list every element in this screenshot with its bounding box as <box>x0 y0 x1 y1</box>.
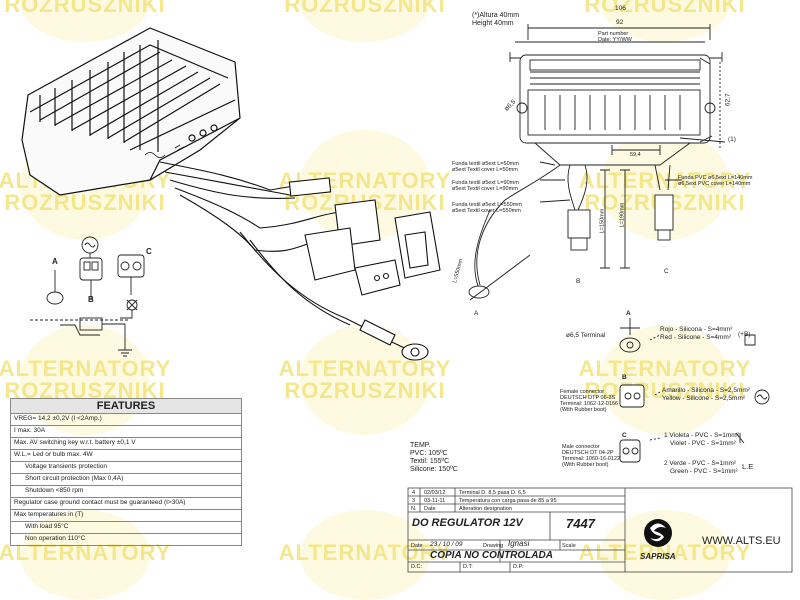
copy-notice: COPIA NO CONTROLADA <box>430 550 553 561</box>
connector-a-sign: (+B) <box>738 331 751 338</box>
schematic-label-b: B <box>88 295 94 304</box>
website: WWW.ALTS.EU <box>702 535 781 547</box>
title-block-frame <box>407 487 793 573</box>
feature-row: Voltage transients protection <box>10 462 242 474</box>
scale-label: Scale <box>562 543 576 549</box>
dimension-62-7: 62,7 <box>724 93 732 107</box>
revision-3-date: 03-11-11 <box>424 498 446 504</box>
connector-b-letter: B <box>622 374 627 381</box>
drawing-title: DO REGULATOR 12V <box>412 517 523 529</box>
feature-row: Short circuit protection (Max 0,4A) <box>10 474 242 486</box>
cable-end-c-label: C <box>664 268 669 275</box>
length-150-label: L=150mm <box>599 208 606 234</box>
connector-c-letter: C <box>622 432 627 439</box>
drawing-author: Ignasi <box>508 539 530 548</box>
feature-row: With load 95°C <box>10 522 242 534</box>
date-value: 23 / 10 / 09 <box>430 541 463 548</box>
part-number-label: Part number <box>598 31 629 37</box>
cable-end-b-label: B <box>576 278 581 285</box>
feature-row: Shutdown <850 rpm <box>10 486 242 498</box>
feature-row: Max. AV switching key w.r.t. battery ±0,… <box>10 438 242 450</box>
features-title: FEATURES <box>10 398 242 414</box>
watermark-oval <box>600 325 730 435</box>
connector-a-letter: A <box>626 310 631 317</box>
brand-name: SAPRISA <box>640 552 676 561</box>
wiring-schematic <box>30 236 145 357</box>
regulator-perspective-illustration <box>21 27 241 196</box>
drawing-label: Drawing <box>483 543 504 549</box>
revision-3-num: 3 <box>412 498 416 504</box>
cable-drops <box>468 161 682 301</box>
feature-row: W.L.= Led or bulb max. 4W <box>10 450 242 462</box>
revision-header-desc: Alteration designation <box>459 506 512 512</box>
regulator-top-view <box>509 24 726 166</box>
feature-row: Non operation 110°C <box>10 534 242 546</box>
cable-bundle <box>159 161 351 326</box>
dimension-92: 92 <box>616 19 624 26</box>
connector-c-le: L.E <box>742 462 754 471</box>
watermark-oval <box>300 325 430 435</box>
dimension-59-4: 59,4 <box>630 152 641 158</box>
connector-details <box>619 318 770 463</box>
revision-3-desc: Temperatura con carga pasa de 85 a 95 <box>459 498 557 504</box>
dt-label: D.T: <box>463 564 473 570</box>
revision-header-num: N. <box>411 506 417 512</box>
features-table: FEATURES VREG= 14,2 ±0,2V (I <2Amp.) I m… <box>10 398 242 546</box>
revision-4-date: 02/03/12 <box>424 490 446 496</box>
revision-4-desc: Terminal D. 8,5 pasa D. 6,5 <box>459 490 526 496</box>
dc-label: D.C: <box>411 564 422 570</box>
saprisa-logo <box>644 519 672 547</box>
connector-perspective <box>304 199 441 361</box>
feature-row: Regulator case ground contact must be gu… <box>10 498 242 510</box>
feature-row: Max temperatures in (T) <box>10 510 242 522</box>
date-label: Date <box>411 543 423 549</box>
dp-label: D.P: <box>513 564 524 570</box>
length-190-label: L=190mm <box>619 202 626 228</box>
schematic-label-a: A <box>52 257 58 266</box>
dimension-106: 106 <box>615 5 626 12</box>
date-code-label: Date: YY/WW <box>598 37 632 43</box>
terminal-a-label: ø6,5 Terminal <box>566 332 606 339</box>
cable-end-a-label: A <box>474 310 479 317</box>
temperature-note: TEMP. PVC: 105ºC Textil: 155ºC Silicone:… <box>410 442 458 473</box>
note-1-label: (1) <box>728 136 736 143</box>
line-drawing <box>21 24 793 573</box>
feature-row: VREG= 14,2 ±0,2V (I <2Amp.) <box>10 414 242 426</box>
watermark-oval <box>20 325 150 435</box>
revision-4-num: 4 <box>412 490 416 496</box>
revision-header-date: Date <box>424 506 436 512</box>
feature-row: I max. 30A <box>10 426 242 438</box>
part-number: 7447 <box>566 516 595 531</box>
schematic-label-c: C <box>146 247 152 256</box>
